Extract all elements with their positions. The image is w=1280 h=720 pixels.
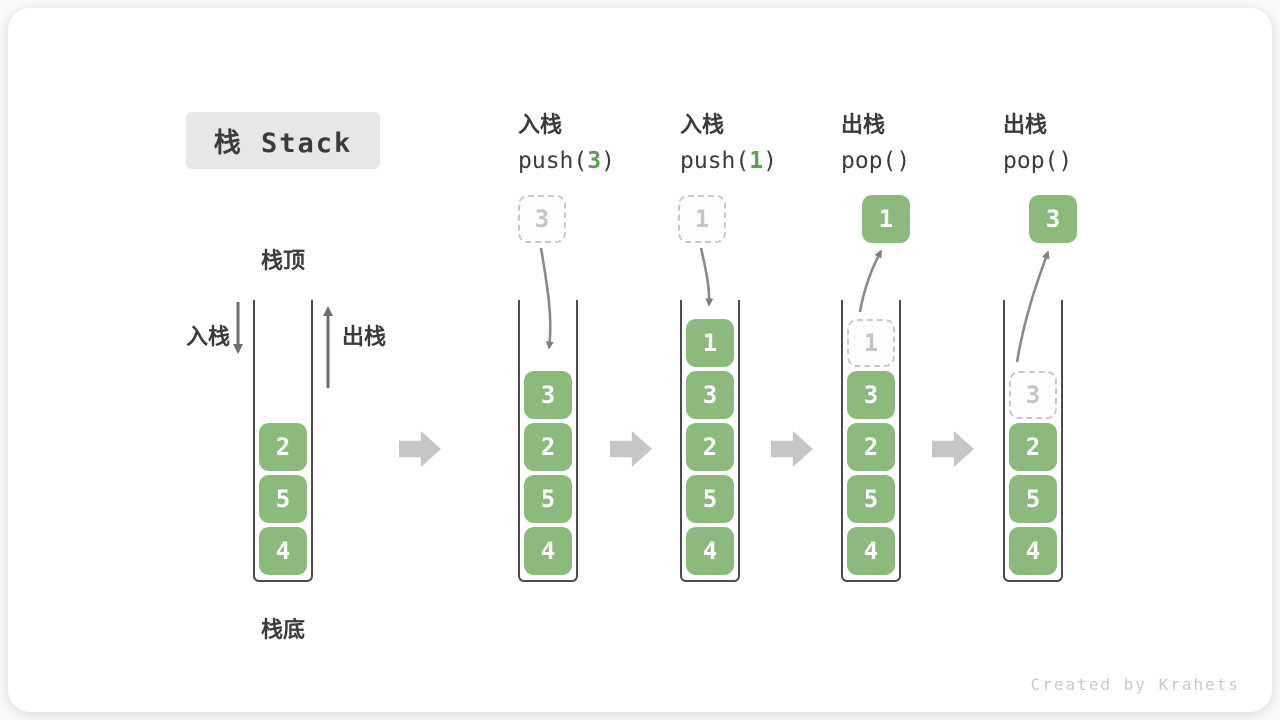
op-header-push-3: 入栈 push(3)	[518, 107, 615, 174]
op-code: pop()	[1003, 148, 1072, 174]
op-header-pop-3: 出栈 pop()	[1003, 107, 1072, 174]
op-code-after: )	[763, 148, 777, 174]
stack-cell: 4	[686, 527, 734, 575]
stack-cell-ghost: 1	[847, 319, 895, 367]
stack-cell: 5	[686, 475, 734, 523]
op-code-before: push(	[518, 148, 588, 174]
op-name: 入栈	[518, 112, 563, 137]
op-code-before: push(	[680, 148, 750, 174]
stack-cell: 1	[686, 319, 734, 367]
stack-cell: 5	[847, 475, 895, 523]
op-code-before: pop(	[1003, 148, 1059, 174]
stack-cell: 2	[1009, 423, 1057, 471]
op-code-arg: 1	[749, 148, 764, 174]
op-code-arg: 3	[587, 148, 602, 174]
incoming-value-box: 3	[518, 195, 566, 243]
op-name: 入栈	[680, 112, 725, 137]
stack-cell: 3	[847, 371, 895, 419]
step-arrow-icon	[610, 431, 652, 467]
push-side-label: 入栈	[185, 324, 230, 349]
op-name: 出栈	[1003, 112, 1048, 137]
stack-cell-ghost: 3	[1009, 371, 1057, 419]
op-header-push-1: 入栈 push(1)	[680, 107, 777, 174]
step-arrow-icon	[932, 431, 974, 467]
popped-value-box: 1	[862, 195, 910, 243]
diagram-title: 栈 Stack	[186, 112, 380, 169]
stack-cell: 3	[686, 371, 734, 419]
stack-cell: 5	[1009, 475, 1057, 523]
popped-value-box: 3	[1029, 195, 1077, 243]
credit-text: Created by Krahets	[1030, 675, 1240, 694]
diagram-title-text: 栈 Stack	[213, 128, 353, 159]
op-code-after: )	[896, 148, 911, 174]
pop-side-label: 出栈	[342, 324, 387, 349]
stack-cell: 4	[259, 527, 307, 575]
stack-cell: 2	[259, 423, 307, 471]
op-name: 出栈	[841, 112, 886, 137]
stack-bottom-label: 栈底	[260, 617, 305, 642]
step-arrow-icon	[399, 431, 441, 467]
op-code-after: )	[1058, 148, 1073, 174]
op-code-before: pop(	[841, 148, 897, 174]
stack-cell: 5	[524, 475, 572, 523]
push-1-arrow	[699, 247, 714, 307]
incoming-value-box: 1	[678, 195, 726, 243]
op-code: pop()	[841, 148, 910, 174]
op-header-pop-1: 出栈 pop()	[841, 107, 910, 174]
stack-cell: 2	[686, 423, 734, 471]
stack-cell: 3	[524, 371, 572, 419]
step-arrow-icon	[771, 431, 813, 467]
stack-cell: 4	[524, 527, 572, 575]
op-code: push(3)	[518, 148, 615, 174]
stack-top-label: 栈顶	[260, 248, 305, 273]
stack-cell: 2	[524, 423, 572, 471]
stack-cell: 5	[259, 475, 307, 523]
op-code: push(1)	[680, 148, 777, 174]
stack-cell: 4	[847, 527, 895, 575]
stack-cell: 4	[1009, 527, 1057, 575]
op-code-after: )	[601, 148, 615, 174]
stack-cell: 2	[847, 423, 895, 471]
